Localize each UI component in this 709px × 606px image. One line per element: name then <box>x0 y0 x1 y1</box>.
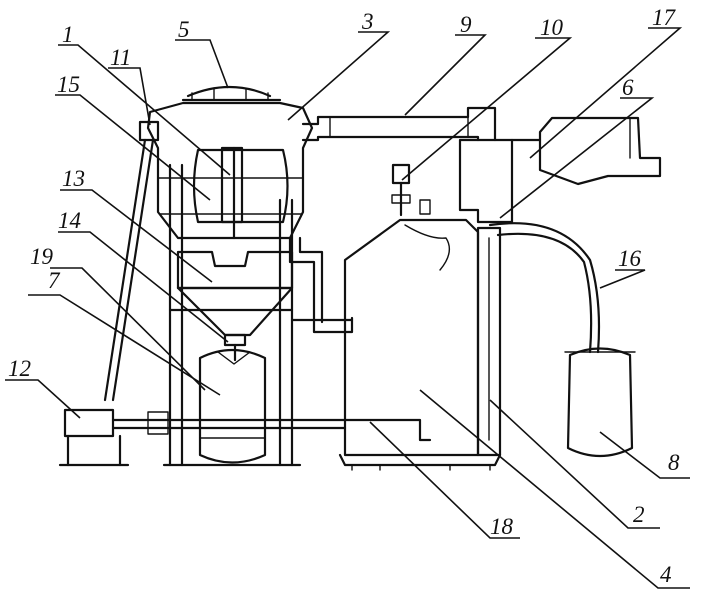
label-19: 19 <box>30 244 54 269</box>
label-1: 1 <box>62 22 74 47</box>
pump-12 <box>63 408 115 438</box>
drum-body <box>192 148 289 224</box>
part-labels: 1 2 3 4 5 6 7 8 9 10 11 12 13 14 15 16 1… <box>8 5 680 587</box>
label-13: 13 <box>62 166 85 191</box>
label-2: 2 <box>633 502 645 527</box>
condenser-box <box>458 138 514 224</box>
label-8: 8 <box>668 450 680 475</box>
label-18: 18 <box>490 514 514 539</box>
funnel-cone <box>176 286 294 337</box>
lower-barrel <box>198 348 267 464</box>
label-11: 11 <box>110 45 131 70</box>
label-17: 17 <box>652 5 677 30</box>
hose-outer <box>488 222 601 354</box>
pump-system <box>58 120 432 467</box>
reactor <box>338 163 502 471</box>
leader-lines <box>5 27 690 589</box>
label-3: 3 <box>361 9 374 34</box>
label-16: 16 <box>618 246 642 271</box>
condenser-hood <box>538 116 662 186</box>
label-14: 14 <box>58 208 81 233</box>
label-15: 15 <box>57 72 80 97</box>
label-9: 9 <box>460 12 472 37</box>
barrel-body <box>198 348 267 464</box>
valve-10 <box>391 163 411 185</box>
label-12: 12 <box>8 356 31 381</box>
label-7: 7 <box>48 268 61 293</box>
hose-and-barrel <box>488 222 636 458</box>
inner-drum <box>192 146 289 240</box>
pipe-top-line <box>301 106 497 142</box>
side-barrel <box>566 347 634 458</box>
label-4: 4 <box>660 562 672 587</box>
label-10: 10 <box>540 15 564 40</box>
label-6: 6 <box>622 75 634 100</box>
side-column <box>476 226 502 457</box>
heating-element <box>220 146 244 224</box>
vapor-pipe <box>301 106 497 142</box>
upper-vessel <box>146 85 314 240</box>
pipe-bottom-line <box>301 135 480 142</box>
hose-inner <box>496 232 593 354</box>
vessel-lid <box>186 85 272 98</box>
label-5: 5 <box>178 17 190 42</box>
condenser <box>458 116 662 224</box>
